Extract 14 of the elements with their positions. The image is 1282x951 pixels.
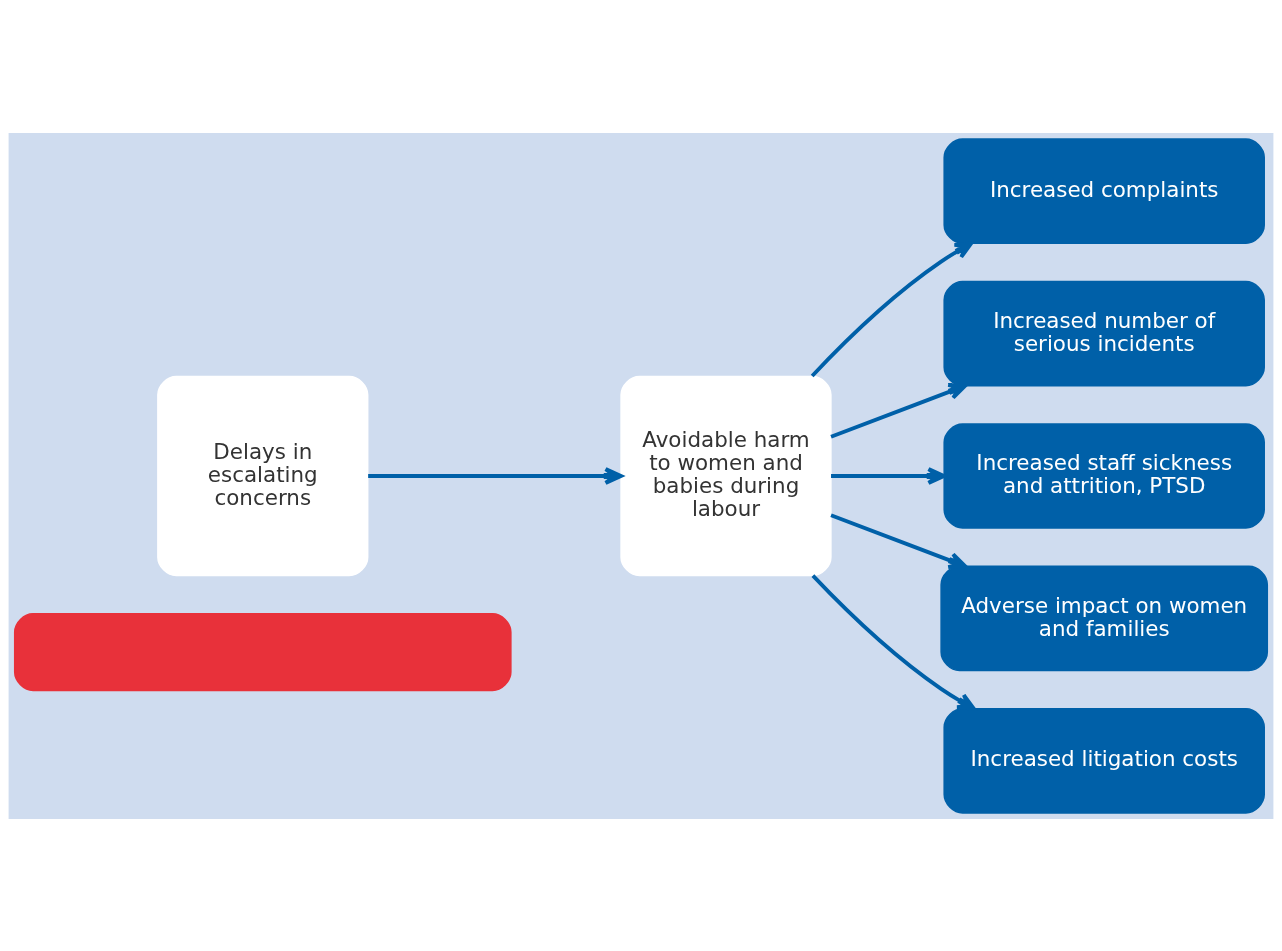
node-box: Increased staff sickness and attrition, PTSD xyxy=(943,422,1265,529)
arrow xyxy=(830,382,967,438)
arrow xyxy=(830,513,967,569)
node-box: Increased number of serious incidents xyxy=(943,280,1265,386)
node-box: Adverse impact on women and families xyxy=(940,565,1269,671)
node-box: Avoidable harm to women and babies during labour xyxy=(620,375,832,576)
arrow xyxy=(811,573,976,711)
node-box: Delays in escalating concerns xyxy=(157,375,369,576)
arrow xyxy=(810,240,974,377)
arrow xyxy=(368,466,623,485)
arrow xyxy=(831,466,946,485)
node-bar xyxy=(13,612,512,691)
node-box: Increased litigation costs xyxy=(943,707,1265,814)
node-box: Increased complaints xyxy=(943,137,1265,244)
